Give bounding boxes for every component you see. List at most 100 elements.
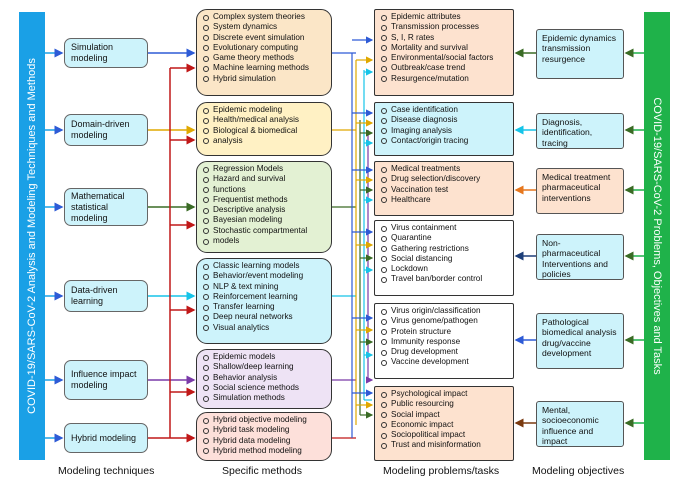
task-item: Vaccination test <box>381 185 507 195</box>
task-item: Imaging analysis <box>381 126 507 136</box>
method-item: models <box>203 236 325 246</box>
task-item: Sociopolitical impact <box>381 430 507 440</box>
task-item: Protein structure <box>381 327 507 337</box>
task-item: Quarantine <box>381 233 507 243</box>
task-item: Economic impact <box>381 420 507 430</box>
method-item: Visual analytics <box>203 323 325 333</box>
method-item: Game theory methods <box>203 53 325 63</box>
method-item: Epidemic models <box>203 352 325 362</box>
objective-diagnosis: Diagnosis, identification, tracing <box>536 113 624 149</box>
methods-mathematical-statistical: Regression Models Hazard and survival fu… <box>196 161 332 253</box>
task-item: Public resourcing <box>381 399 507 409</box>
right-bar-label: COVID-19/SARS-CoV-2 Problems, Objectives… <box>651 97 663 375</box>
method-item: Biological & biomedical <box>203 126 325 136</box>
task-item: Outbreak/case trend <box>381 63 507 73</box>
task-item: Virus origin/classification <box>381 306 507 316</box>
footer-tasks: Modeling problems/tasks <box>383 465 500 477</box>
methods-data-driven: Classic learning models Behavior/event m… <box>196 258 332 344</box>
method-item: Shallow/deep learning <box>203 362 325 372</box>
method-item: functions <box>203 185 325 195</box>
method-item: Transfer learning <box>203 302 325 312</box>
tasks-diagnosis: Case identification Disease diagnosis Im… <box>374 102 514 156</box>
method-item: Stochastic compartmental <box>203 226 325 236</box>
methods-influence-impact: Epidemic models Shallow/deep learning Be… <box>196 349 332 409</box>
task-item: Virus containment <box>381 223 507 233</box>
tasks-epidemic: Epidemic attributes Transmission process… <box>374 9 514 96</box>
footer-methods: Specific methods <box>222 465 302 477</box>
method-item: Regression Models <box>203 164 325 174</box>
method-item: Health/medical analysis <box>203 115 325 125</box>
objective-socioeconomic: Mental, socioeconomic influence and impa… <box>536 401 624 447</box>
method-item: Frequentist methods <box>203 195 325 205</box>
method-item: Complex system theories <box>203 12 325 22</box>
methods-hybrid: Hybrid objective modeling Hybrid task mo… <box>196 412 332 461</box>
task-item: Psychological impact <box>381 389 507 399</box>
task-item: Social impact <box>381 410 507 420</box>
method-item: Classic learning models <box>203 261 325 271</box>
method-item: Hybrid method modeling <box>203 446 325 456</box>
task-item: Vaccine development <box>381 357 507 367</box>
objective-label: Mental, socioeconomic influence and impa… <box>542 405 599 447</box>
method-item: Hazard and survival <box>203 174 325 184</box>
method-item: Hybrid objective modeling <box>203 415 325 425</box>
methods-domain-driven: Epidemic modeling Health/medical analysi… <box>196 102 332 156</box>
method-item: Simulation methods <box>203 393 325 403</box>
objective-label: Pathological biomedical analysis drug/va… <box>542 317 617 359</box>
method-item: Hybrid task modeling <box>203 425 325 435</box>
technique-label: Simulation modeling <box>71 42 114 63</box>
technique-label: Mathematical statistical modeling <box>71 190 125 223</box>
left-bar-label: COVID-19/SARS-CoV-2 Analysis and Modelin… <box>26 58 38 414</box>
technique-label: Data-driven learning <box>71 285 118 306</box>
technique-influence-impact-modeling: Influence impact modeling <box>64 360 148 400</box>
task-item: Transmission processes <box>381 22 507 32</box>
objective-label: Medical treatment pharmaceutical interve… <box>542 172 611 203</box>
technique-label: Hybrid modeling <box>71 432 137 443</box>
method-item: Hybrid data modeling <box>203 436 325 446</box>
task-item: Social distancing <box>381 254 507 264</box>
method-item: Reinforcement learning <box>203 292 325 302</box>
task-item: Disease diagnosis <box>381 115 507 125</box>
technique-mathematical-statistical-modeling: Mathematical statistical modeling <box>64 188 148 226</box>
objective-epidemic-dynamics: Epidemic dynamics transmission resurgenc… <box>536 29 624 79</box>
task-item: Environmental/social factors <box>381 53 507 63</box>
task-item: S, I, R rates <box>381 33 507 43</box>
task-item: Healthcare <box>381 195 507 205</box>
task-item: Virus genome/pathogen <box>381 316 507 326</box>
method-item: Epidemic modeling <box>203 105 325 115</box>
tasks-medical-treatment: Medical treatments Drug selection/discov… <box>374 161 514 216</box>
footer-techniques: Modeling techniques <box>58 465 155 477</box>
objective-label: Non-pharmaceutical Interventions and pol… <box>542 238 608 280</box>
methods-simulation: Complex system theories System dynamics … <box>196 9 332 96</box>
objective-medical-treatment: Medical treatment pharmaceutical interve… <box>536 168 624 214</box>
method-item: Bayesian modeling <box>203 215 325 225</box>
left-category-bar: COVID-19/SARS-CoV-2 Analysis and Modelin… <box>19 12 45 460</box>
method-item: Behavior/event modeling <box>203 271 325 281</box>
task-item: Contact/origin tracing <box>381 136 507 146</box>
method-item: Hybrid simulation <box>203 74 325 84</box>
method-item: Descriptive analysis <box>203 205 325 215</box>
task-item: Immunity response <box>381 337 507 347</box>
task-item: Resurgence/mutation <box>381 74 507 84</box>
objective-pathological: Pathological biomedical analysis drug/va… <box>536 313 624 369</box>
tasks-pathological-biomedical: Virus origin/classification Virus genome… <box>374 303 514 379</box>
technique-label: Influence impact modeling <box>71 369 137 390</box>
footer-objectives: Modeling objectives <box>532 465 625 477</box>
technique-hybrid-modeling: Hybrid modeling <box>64 423 148 453</box>
right-category-bar: COVID-19/SARS-CoV-2 Problems, Objectives… <box>644 12 670 460</box>
method-item: System dynamics <box>203 22 325 32</box>
technique-simulation-modeling: Simulation modeling <box>64 38 148 68</box>
method-item: Deep neural networks <box>203 312 325 322</box>
task-item: Drug selection/discovery <box>381 174 507 184</box>
task-item: Travel ban/border control <box>381 274 507 284</box>
task-item: Epidemic attributes <box>381 12 507 22</box>
technique-data-driven-learning: Data-driven learning <box>64 280 148 312</box>
method-item: Social science methods <box>203 383 325 393</box>
task-item: Trust and misinformation <box>381 440 507 450</box>
task-item: Drug development <box>381 347 507 357</box>
method-item: NLP & text mining <box>203 282 325 292</box>
method-item: Behavior analysis <box>203 373 325 383</box>
technique-label: Domain-driven modeling <box>71 119 130 140</box>
task-item: Lockdown <box>381 264 507 274</box>
technique-domain-driven-modeling: Domain-driven modeling <box>64 114 148 146</box>
